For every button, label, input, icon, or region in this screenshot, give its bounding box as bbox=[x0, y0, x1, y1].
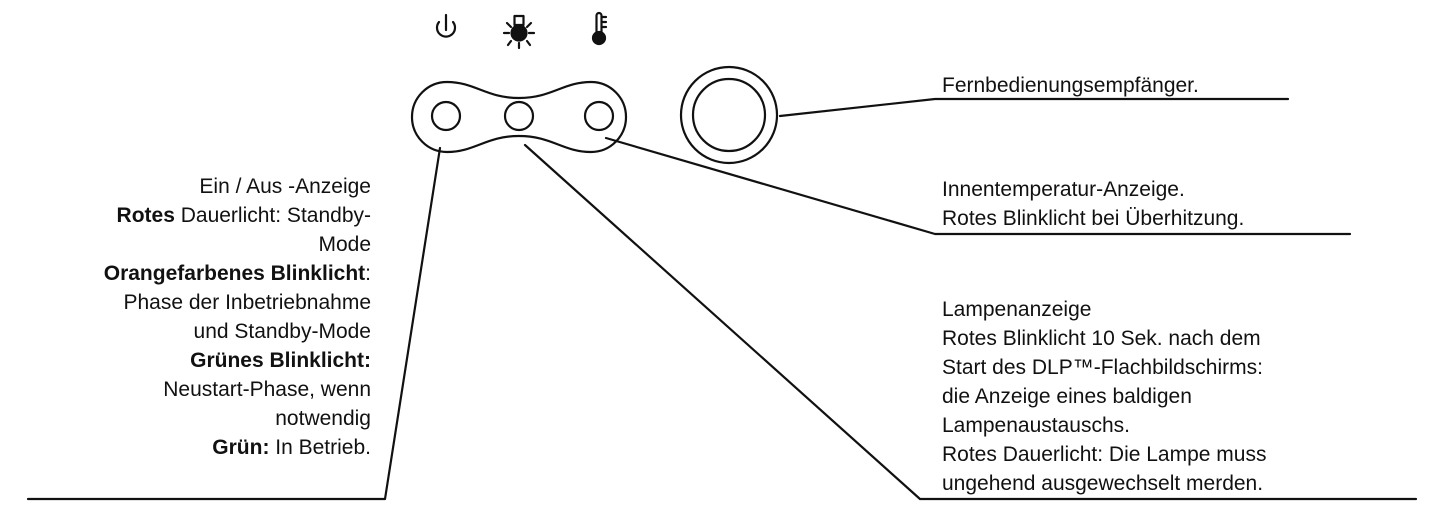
power-led bbox=[430, 100, 462, 132]
description-line: und Standby-Mode bbox=[104, 317, 371, 346]
description-line: Rotes Dauerlicht: Standby- bbox=[104, 201, 371, 230]
text-segment: Neustart-Phase, wenn bbox=[163, 378, 371, 401]
led-housing-outline bbox=[410, 80, 628, 154]
text-segment: Phase der Inbetriebnahme bbox=[123, 291, 372, 314]
emphasis-text: Grünes Blinklicht: bbox=[190, 349, 371, 372]
text-segment: notwendig bbox=[275, 407, 371, 430]
text-segment: Mode bbox=[318, 233, 371, 256]
power-leader-line bbox=[26, 146, 442, 501]
description-line: Rotes Dauerlicht: Die Lampe muss bbox=[942, 440, 1266, 469]
description-line: Mode bbox=[104, 230, 371, 259]
temperature-led bbox=[583, 100, 615, 132]
description-line: ungehend ausgewechselt merden. bbox=[942, 469, 1266, 498]
description-line: Rotes Blinklicht 10 Sek. nach dem bbox=[942, 324, 1266, 353]
lamp-led bbox=[503, 100, 535, 132]
description-line: Fernbedienungsempfänger. bbox=[942, 71, 1199, 100]
text-segment: Ein / Aus -Anzeige bbox=[199, 175, 371, 198]
emphasis-text: Rotes bbox=[116, 204, 175, 227]
description-line: Ein / Aus -Anzeige bbox=[104, 172, 371, 201]
lamp-leader-line bbox=[523, 143, 1418, 501]
text-segment: die Anzeige eines baldigen bbox=[942, 385, 1192, 408]
remote-receiver-description: Fernbedienungsempfänger. bbox=[942, 71, 1199, 100]
text-segment: Lampenaustauschs. bbox=[942, 414, 1130, 437]
text-segment: ungehend ausgewechselt merden. bbox=[942, 472, 1264, 495]
power-icon bbox=[435, 13, 457, 38]
description-line: Orangefarbenes Blinklicht: bbox=[104, 259, 371, 288]
text-segment: Rotes Dauerlicht: Die Lampe muss bbox=[942, 443, 1267, 466]
remote-receiver-outer bbox=[679, 65, 779, 165]
text-segment: : bbox=[365, 262, 371, 285]
remote-leader-line bbox=[778, 97, 1290, 118]
text-segment: Rotes Blinklicht 10 Sek. nach dem bbox=[942, 327, 1261, 350]
text-segment: Rotes Blinklicht bei Überhitzung. bbox=[942, 207, 1245, 230]
temperature-indicator-description: Innentemperatur-Anzeige. Rotes Blinklicht… bbox=[942, 175, 1244, 233]
text-segment: Dauerlicht: Standby- bbox=[174, 204, 371, 227]
description-line: die Anzeige eines baldigen bbox=[942, 382, 1266, 411]
description-line: Lampenaustauschs. bbox=[942, 411, 1266, 440]
lamp-icon bbox=[502, 14, 536, 50]
description-line: Neustart-Phase, wenn bbox=[104, 375, 371, 404]
text-segment: Lampenanzeige bbox=[942, 298, 1092, 321]
description-line: Start des DLP™-Flachbildschirms: bbox=[942, 353, 1266, 382]
emphasis-text: Grün: bbox=[212, 436, 270, 459]
temperature-leader-line bbox=[604, 136, 1352, 236]
description-line: Grünes Blinklicht: bbox=[104, 346, 371, 375]
description-line: Lampenanzeige bbox=[942, 295, 1266, 324]
description-line: Rotes Blinklicht bei Überhitzung. bbox=[942, 204, 1244, 233]
description-line: Phase der Inbetriebnahme bbox=[104, 288, 372, 317]
text-segment: und Standby-Mode bbox=[193, 320, 371, 343]
description-line: Grün: In Betrieb. bbox=[104, 433, 371, 462]
text-segment: In Betrieb. bbox=[269, 436, 371, 459]
remote-receiver-inner bbox=[691, 77, 767, 153]
thermometer-icon bbox=[591, 11, 608, 46]
text-segment: Fernbedienungsempfänger. bbox=[942, 74, 1199, 97]
description-line: notwendig bbox=[104, 404, 371, 433]
description-line: Innentemperatur-Anzeige. bbox=[942, 175, 1244, 204]
text-segment: Innentemperatur-Anzeige. bbox=[942, 178, 1185, 201]
text-segment: Start des DLP™-Flachbildschirms: bbox=[942, 356, 1263, 379]
emphasis-text: Orangefarbenes Blinklicht bbox=[103, 262, 366, 285]
